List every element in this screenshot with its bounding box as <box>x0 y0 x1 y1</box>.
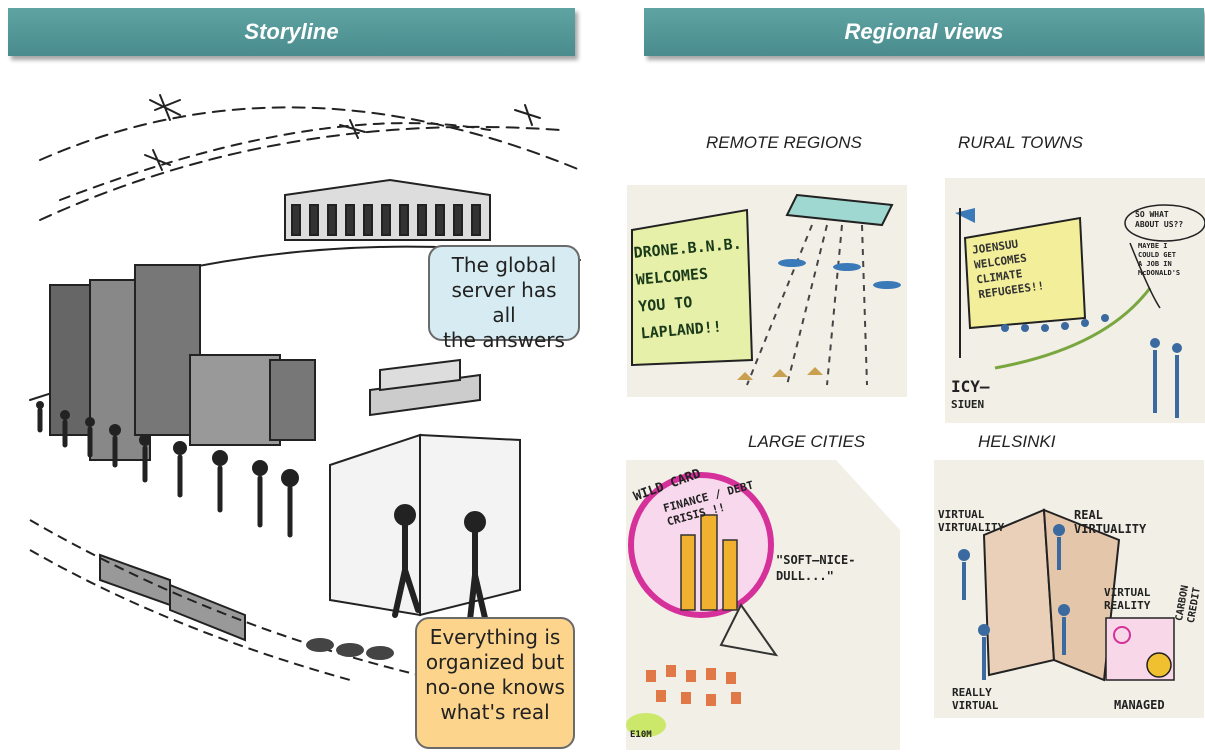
satellite-icon <box>144 149 171 171</box>
storyline-illustration <box>29 94 581 681</box>
label-line: VIRTUALITY <box>1074 522 1147 536</box>
label-line: REALITY <box>1104 599 1151 612</box>
bubble-line: COULD GET <box>1138 251 1176 259</box>
drone-icon <box>778 259 901 289</box>
bubble-line: SO WHAT <box>1135 210 1169 219</box>
global-server-bubble: The global server has all the answers <box>428 245 580 352</box>
bubble-line: MAYBE I <box>1138 242 1168 250</box>
rural-towns-sketch: JOENSUU WELCOMES CLIMATE REFUGEES!! SO W… <box>945 178 1205 423</box>
storyline-title: Storyline <box>244 19 339 44</box>
server-icon <box>785 193 894 227</box>
label-line: VIRTUAL <box>1104 586 1151 599</box>
label-line: REAL <box>1074 508 1103 522</box>
road <box>29 519 441 681</box>
label-line: VIRTUAL <box>938 508 985 521</box>
bottom-line: ICY— <box>951 377 990 396</box>
bubble-line: server has all <box>451 278 557 327</box>
storyline-banner: Storyline <box>8 8 575 56</box>
two-people <box>392 504 488 623</box>
helsinki-label: HELSINKI <box>978 432 1056 451</box>
satellite-icon <box>514 104 541 126</box>
label-line: VIRTUAL <box>952 699 999 712</box>
cars <box>306 638 394 660</box>
managed-label: MANAGED <box>1114 698 1165 712</box>
crowd <box>36 401 299 487</box>
bottom-line: SIUEN <box>951 398 985 411</box>
bubble-line: ABOUT US?? <box>1135 220 1184 229</box>
nothing-real-bubble: Everything is organized but no-one knows… <box>415 617 575 749</box>
flag-icon <box>955 208 975 223</box>
label-line: VIRTUALITY <box>938 521 1005 534</box>
remote-regions-sketch: DRONE.B.N.B. WELCOMES YOU TO LAPLAND!! <box>627 185 907 397</box>
global-server-building <box>284 178 491 241</box>
helsinki-sketch: VIRTUAL VIRTUALITY REAL VIRTUALITY VIRTU… <box>934 460 1204 718</box>
satellite-icon <box>339 119 366 139</box>
people <box>958 524 1070 636</box>
label-line: REALLY <box>952 686 992 699</box>
virtual-screens <box>329 433 521 617</box>
bubble-line: McDONALD'S <box>1138 269 1181 277</box>
rural-towns-label: RURAL TOWNS <box>958 133 1084 152</box>
regional-views-title: Regional views <box>844 19 1004 44</box>
bubble-line: organized but <box>425 650 565 674</box>
large-cities-label: LARGE CITIES <box>748 432 866 451</box>
orbit-arc <box>39 125 561 221</box>
bubble-line: A JOB IN <box>1138 260 1172 268</box>
bubble-line: what's real <box>440 700 550 724</box>
bubble-line: The global <box>451 253 557 277</box>
bubble-line: the answers <box>443 328 565 352</box>
bubble-line: Everything is <box>429 625 561 649</box>
corner-label: E10M <box>630 730 652 740</box>
bubble-line: no-one knows <box>425 675 565 699</box>
large-cities-sketch: WILD CARD FINANCE / DEBT CRISIS !! "SOFT… <box>626 460 900 750</box>
soft-line: DULL..." <box>776 569 834 583</box>
soft-line: "SOFT—NICE- <box>776 553 856 567</box>
remote-regions-label: REMOTE REGIONS <box>706 133 862 152</box>
satellite-icon <box>149 94 181 121</box>
orbit-arc <box>59 122 491 201</box>
regional-views-banner: Regional views <box>644 8 1204 56</box>
orbit-arc <box>39 106 581 171</box>
